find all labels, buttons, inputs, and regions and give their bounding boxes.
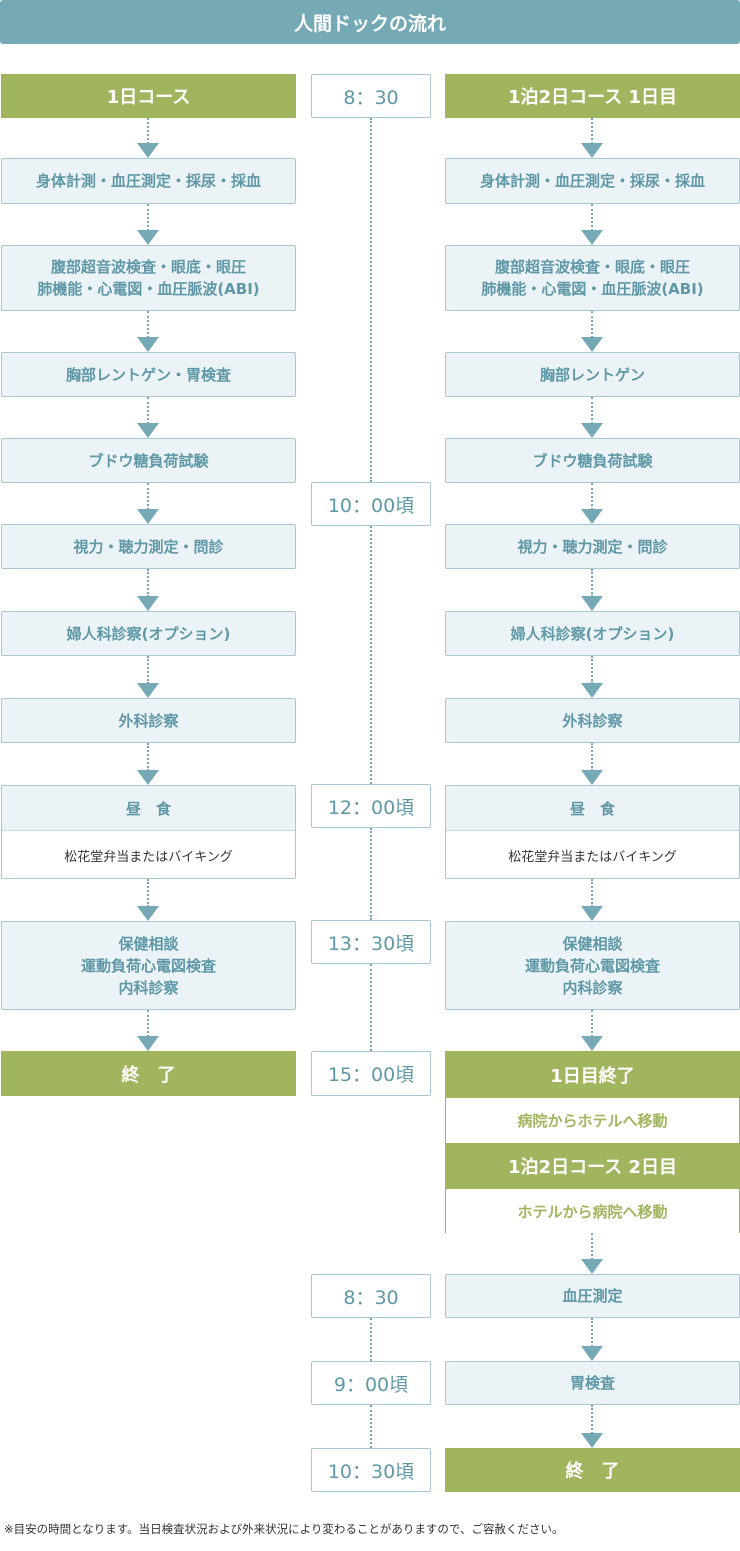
step-lunch: 昼 食 松花堂弁当またはバイキング (1, 785, 296, 879)
lunch-desc: 松花堂弁当またはバイキング (508, 849, 677, 865)
flow-arrow (137, 397, 159, 438)
flow-arrow (581, 1318, 603, 1361)
flow-arrow (581, 656, 603, 698)
time-label: 15：00頃 (311, 1051, 431, 1096)
flow-arrow (137, 483, 159, 524)
flow-arrow (137, 879, 159, 921)
step-vision: 視力・聴力測定・問診 (445, 524, 740, 569)
time-label: 13：30頃 (311, 920, 431, 964)
step-xray: 胸部レントゲン (445, 352, 740, 397)
lunch-title: 昼 食 (2, 786, 295, 831)
timeline-line (370, 526, 372, 784)
timeline-line (370, 1405, 372, 1448)
end-1day: 終 了 (1, 1051, 296, 1096)
lunch-title: 昼 食 (446, 786, 739, 831)
step-glucose: ブドウ糖負荷試験 (1, 438, 296, 483)
timeline-line (370, 964, 372, 1051)
flow-arrow (581, 743, 603, 785)
step-body-measurement: 身体計測・血圧測定・採尿・採血 (1, 158, 296, 204)
flow-arrow (581, 311, 603, 352)
flow-arrow (581, 1233, 603, 1274)
flow-arrow (581, 397, 603, 438)
time-label: 9：00頃 (311, 1361, 431, 1405)
step-ultrasound: 腹部超音波検査・眼底・眼圧肺機能・心電図・血圧脈波(ABI) (1, 245, 296, 311)
step-consultation: 保健相談運動負荷心電図検査内科診察 (445, 921, 740, 1010)
footnote: ※目安の時間となります。当日検査状況および外来状況により変わることがありますので… (4, 1522, 564, 1536)
step-ultrasound: 腹部超音波検査・眼底・眼圧肺機能・心電図・血圧脈波(ABI) (445, 245, 740, 311)
timeline-line (370, 118, 372, 482)
flow-arrow (581, 879, 603, 921)
flow-arrow (137, 656, 159, 698)
flow-arrow (581, 483, 603, 524)
flow-arrow (581, 204, 603, 245)
move-to-hotel: 病院からホテルへ移動 (446, 1098, 739, 1143)
end-2day: 終 了 (445, 1448, 740, 1492)
flow-arrow (137, 743, 159, 785)
step-body-measurement: 身体計測・血圧測定・採尿・採血 (445, 158, 740, 204)
day1-end: 1日目終了 (446, 1052, 739, 1098)
flow-arrow (581, 569, 603, 611)
step-stomach: 胃検査 (445, 1361, 740, 1405)
flow-arrow (137, 1010, 159, 1051)
time-label: 8：30 (311, 1274, 431, 1318)
step-surgery: 外科診察 (445, 698, 740, 743)
course-title-1day: 1日コース (1, 74, 296, 118)
step-xray: 胸部レントゲン・胃検査 (1, 352, 296, 397)
step-consultation: 保健相談運動負荷心電図検査内科診察 (1, 921, 296, 1010)
timeline-line (370, 1318, 372, 1361)
course-title-2day-day1: 1泊2日コース 1日目 (445, 74, 740, 118)
time-label: 10：00頃 (311, 482, 431, 526)
lunch-desc: 松花堂弁当またはバイキング (64, 849, 233, 865)
flow-arrow (581, 1010, 603, 1051)
flow-arrow (137, 204, 159, 245)
page-title: 人間ドックの流れ (0, 0, 740, 44)
timeline-line (370, 828, 372, 920)
course-title-2day-day2: 1泊2日コース 2日目 (446, 1143, 739, 1189)
step-gynecology: 婦人科診察(オプション) (445, 611, 740, 656)
step-vision: 視力・聴力測定・問診 (1, 524, 296, 569)
move-to-hospital: ホテルから病院へ移動 (446, 1189, 739, 1234)
overnight-block: 1日目終了 病院からホテルへ移動 1泊2日コース 2日目 ホテルから病院へ移動 (445, 1051, 740, 1234)
time-label: 12：00頃 (311, 784, 431, 828)
flow-arrow (137, 311, 159, 352)
step-blood-pressure: 血圧測定 (445, 1274, 740, 1318)
flow-arrow (137, 569, 159, 611)
time-label: 8：30 (311, 74, 431, 118)
step-gynecology: 婦人科診察(オプション) (1, 611, 296, 656)
flow-arrow (581, 118, 603, 158)
step-surgery: 外科診察 (1, 698, 296, 743)
flow-arrow (137, 118, 159, 158)
flow-arrow (581, 1405, 603, 1448)
step-lunch: 昼 食 松花堂弁当またはバイキング (445, 785, 740, 879)
time-label: 10：30頃 (311, 1448, 431, 1492)
step-glucose: ブドウ糖負荷試験 (445, 438, 740, 483)
